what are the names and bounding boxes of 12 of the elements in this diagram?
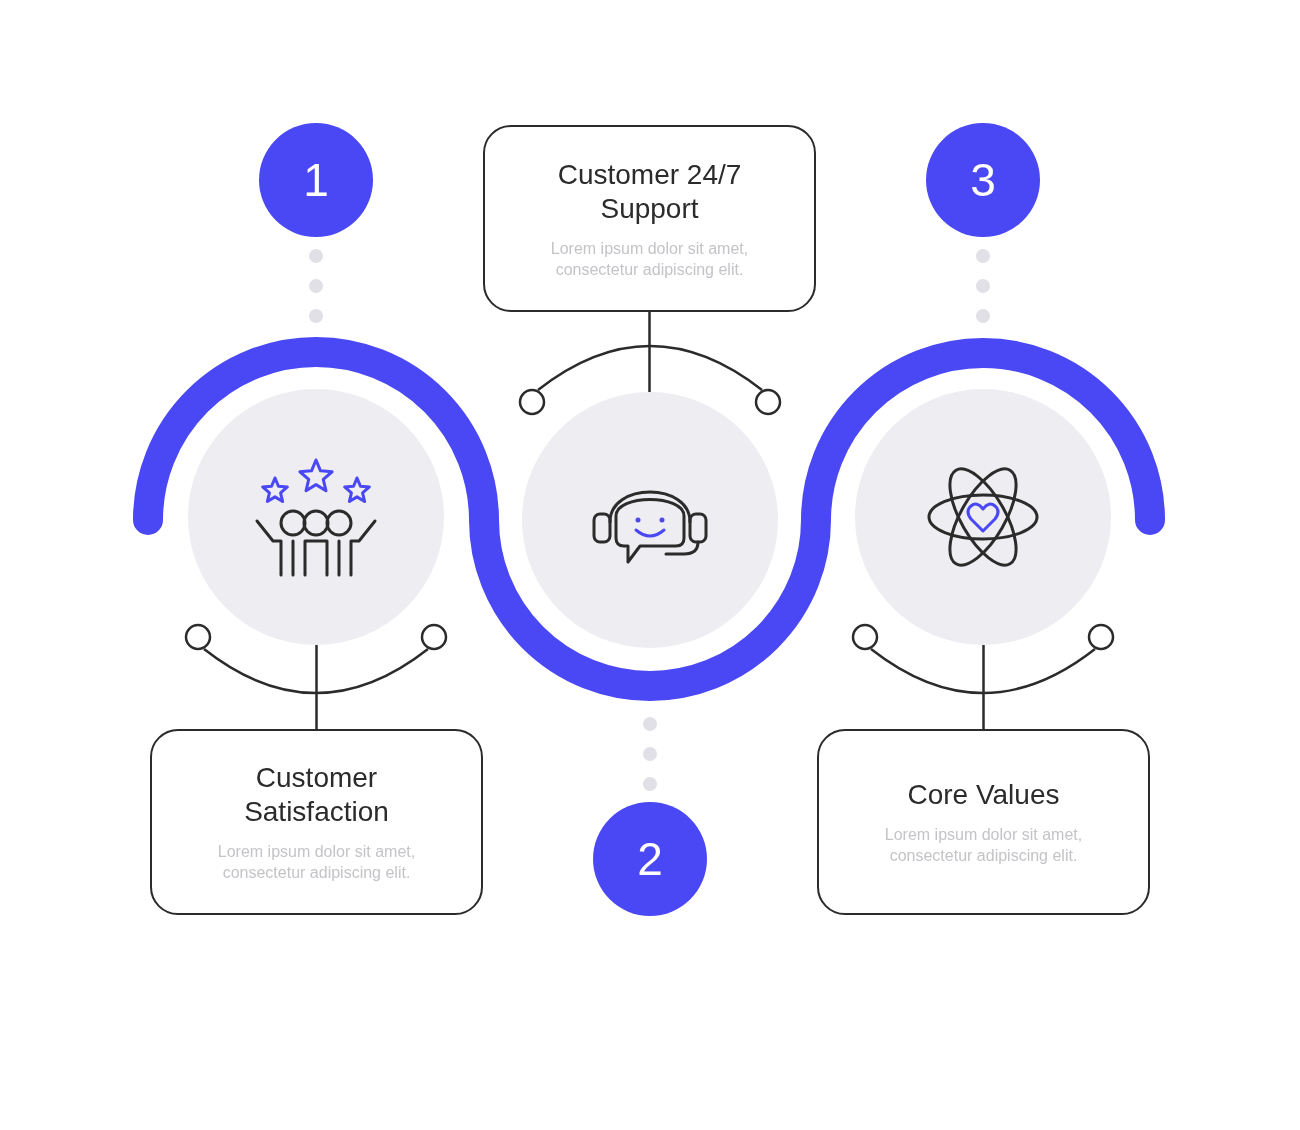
connector-line (982, 645, 985, 729)
card-title: Core Values (906, 778, 1061, 812)
text-card (483, 125, 816, 312)
text-card (817, 729, 1150, 915)
connector-line (648, 312, 651, 392)
card-title: Customer Satisfaction (243, 761, 390, 829)
card-title: Customer 24/7 Support (556, 157, 743, 226)
connector-line (315, 645, 318, 729)
card-description: Lorem ipsum dolor sit amet, consectetur adipiscing elit. (216, 842, 417, 883)
card-description: Lorem ipsum dolor sit amet, consectetur adipiscing elit. (883, 825, 1084, 866)
text-card (150, 729, 483, 915)
card-description: Lorem ipsum dolor sit amet, consectetur adipiscing elit. (549, 238, 750, 280)
